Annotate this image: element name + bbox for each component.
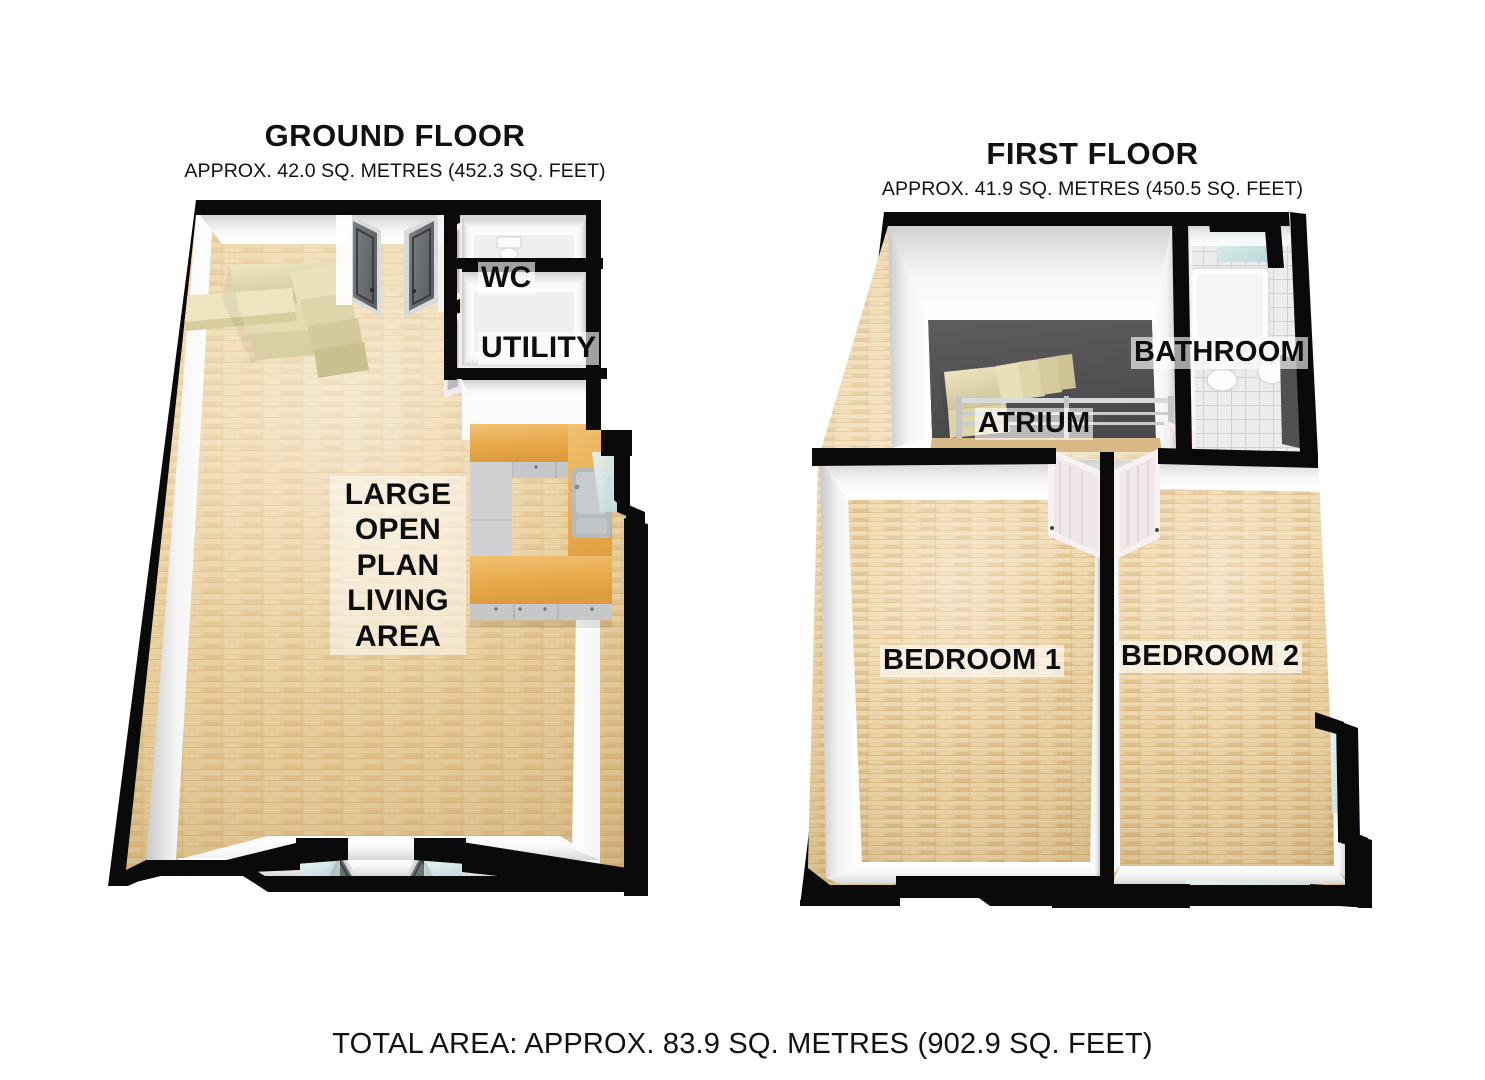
french-doors <box>300 846 462 876</box>
bathroom-window-reveal <box>1208 214 1278 232</box>
kitchen-counter <box>470 424 612 628</box>
bedroom2-door[interactable] <box>1114 448 1160 560</box>
first-floor-central-wall <box>1100 452 1114 898</box>
first-floor-bottom-wall-segments <box>800 876 1368 908</box>
room-label-living-area: LARGE OPEN PLAN LIVING AREA <box>330 476 466 655</box>
ground-bottom-wall-segments <box>128 838 640 892</box>
first-floor-right-wall-notch <box>1315 712 1372 908</box>
room-label-bedroom-2: BEDROOM 2 <box>1118 641 1303 673</box>
room-label-bedroom-1: BEDROOM 1 <box>880 645 1065 677</box>
first-floor-heading: FIRST FLOOR APPROX. 41.9 SQ. METRES (450… <box>700 136 1485 200</box>
entry-door-left[interactable] <box>349 215 381 316</box>
bathroom-east-wall <box>1290 212 1318 456</box>
wc-room <box>462 218 586 262</box>
ground-left-wall-face <box>146 215 213 860</box>
ground-floor-heading: GROUND FLOOR APPROX. 42.0 SQ. METRES (45… <box>0 118 790 182</box>
utility-south-wall <box>457 368 607 379</box>
total-area-text: TOTAL AREA: APPROX. 83.9 SQ. METRES (902… <box>332 1028 1153 1060</box>
atrium-south-wall <box>812 448 1056 466</box>
bathroom-window-jamb <box>1264 216 1284 268</box>
room-label-atrium: ATRIUM <box>975 408 1094 440</box>
room-label-utility: UTILITY <box>478 332 600 365</box>
entry-door-right[interactable] <box>404 215 438 318</box>
first-floor-area: APPROX. 41.9 SQ. METRES (450.5 SQ. FEET) <box>881 177 1304 200</box>
wc-partition-wall <box>444 200 457 380</box>
first-floor-title: FIRST FLOOR <box>986 136 1199 171</box>
ground-floor-area: APPROX. 42.0 SQ. METRES (452.3 SQ. FEET) <box>184 159 606 182</box>
wc-utility-block <box>444 215 600 440</box>
bathroom-south-wall <box>1158 448 1318 468</box>
ground-floor-title: GROUND FLOOR <box>264 118 526 153</box>
ground-right-wall-notch <box>601 430 648 896</box>
bedroom1-door[interactable] <box>1048 448 1104 560</box>
first-floor-plan <box>800 212 1372 908</box>
room-label-bathroom: BATHROOM <box>1131 337 1309 369</box>
room-label-wc: WC <box>478 262 535 295</box>
ground-staircase <box>181 262 369 378</box>
